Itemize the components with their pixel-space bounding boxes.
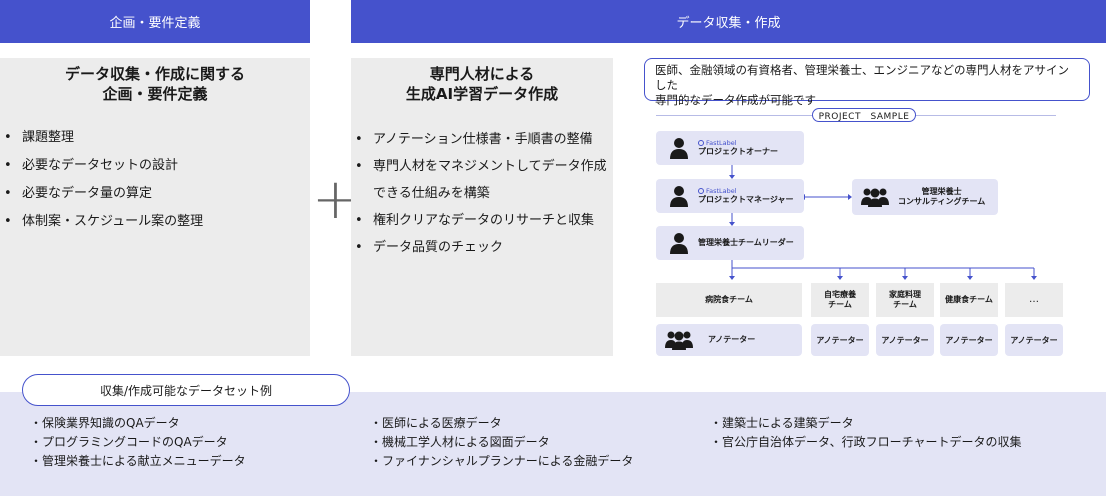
project-sample-label: PROJECT SAMPLE <box>812 108 916 122</box>
team-label: … <box>1029 294 1039 305</box>
team-box-home-care: 自宅療養チーム <box>811 283 869 317</box>
team-label: 家庭料理 <box>889 290 921 299</box>
collection-panel: 専門人材による 生成AI学習データ作成 アノテーション仕様書・手順書の整備 専門… <box>351 58 613 356</box>
team-label: 病院食チーム <box>705 295 753 304</box>
collection-list: アノテーション仕様書・手順書の整備 専門人材をマネジメントしてデータ作成 できる… <box>351 126 613 261</box>
dataset-item: ・ファイナンシャルプランナーによる金融データ <box>370 454 634 468</box>
planning-list: 課題整理 必要なデータセットの設計 必要なデータ量の算定 体制案・スケジュール案… <box>0 124 310 236</box>
dataset-column-1: ・保険業界知識のQAデータ ・プログラミングコードのQAデータ ・管理栄養士によ… <box>30 414 246 471</box>
arrow-down-icon <box>729 175 735 179</box>
dataset-item: ・建築士による建築データ <box>710 416 854 430</box>
expert-callout: 医師、金融領域の有資格者、管理栄養士、エンジニアなどの専門人材をアサインした 専… <box>644 58 1090 107</box>
consulting-team-node: 管理栄養士 コンサルティングチーム <box>852 179 998 215</box>
consult-label-line1: 管理栄養士 <box>921 187 962 196</box>
collection-title-line1: 専門人材による <box>429 65 535 83</box>
collection-header: データ収集・作成 <box>351 0 1106 43</box>
annotator-label: アノテーター <box>708 335 756 344</box>
owner-label: プロジェクトオーナー <box>698 147 778 156</box>
arrow-right-icon <box>848 194 852 200</box>
dataset-item: ・保険業界知識のQAデータ <box>30 416 180 430</box>
arrow-down-icon <box>729 276 735 280</box>
arrow-down-icon <box>1031 276 1037 280</box>
arrow-down-icon <box>967 276 973 280</box>
list-item: 必要なデータセットの設計 <box>0 152 310 180</box>
dataset-item: ・医師による医療データ <box>370 416 502 430</box>
project-owner-node: FastLabel プロジェクトオーナー <box>656 131 804 165</box>
list-item-continuation: できる仕組みを構築 <box>373 186 490 201</box>
person-icon <box>670 186 688 207</box>
brand-label: FastLabel <box>706 139 737 147</box>
annotator-node-main: アノテーター <box>656 324 802 356</box>
planning-header: 企画・要件定義 <box>0 0 310 43</box>
collection-title-line2: 生成AI学習データ作成 <box>405 85 559 103</box>
annotator-node: アノテーター <box>1005 324 1063 356</box>
arrow-down-icon <box>902 276 908 280</box>
annotator-node: アノテーター <box>876 324 934 356</box>
dataset-column-2: ・医師による医療データ ・機械工学人材による図面データ ・ファイナンシャルプラン… <box>370 414 633 471</box>
callout-line1: 医師、金融領域の有資格者、管理栄養士、エンジニアなどの専門人材をアサインした <box>655 63 1069 92</box>
team-label: チーム <box>893 300 917 309</box>
group-icon <box>861 188 889 207</box>
dataset-item: ・機械工学人材による図面データ <box>370 435 550 449</box>
list-item: 体制案・スケジュール案の整理 <box>0 208 310 236</box>
callout-line2: 専門的なデータ作成が可能です <box>655 93 816 107</box>
list-item: 課題整理 <box>0 124 310 152</box>
team-label: チーム <box>828 300 852 309</box>
list-item: アノテーション仕様書・手順書の整備 <box>351 126 613 153</box>
person-icon <box>670 233 688 254</box>
list-item: 必要なデータ量の算定 <box>0 180 310 208</box>
org-chart-connectors <box>729 165 1037 280</box>
annotator-node: アノテーター <box>940 324 998 356</box>
planning-title-line2: 企画・要件定義 <box>102 85 208 103</box>
arrow-down-icon <box>729 222 735 226</box>
fastlabel-logo-icon: FastLabel <box>698 187 793 195</box>
brand-label: FastLabel <box>706 187 737 195</box>
consult-label-line2: コンサルティングチーム <box>898 197 986 206</box>
dataset-item: ・プログラミングコードのQAデータ <box>30 435 228 449</box>
dataset-column-3: ・建築士による建築データ ・官公庁自治体データ、行政フローチャートデータの収集 <box>710 414 1022 452</box>
list-item: 専門人材をマネジメントしてデータ作成 <box>351 153 613 180</box>
leader-label: 管理栄養士チームリーダー <box>698 238 794 247</box>
dataset-examples-panel <box>0 392 1106 496</box>
project-manager-node: FastLabel プロジェクトマネージャー <box>656 179 804 213</box>
list-item: 権利クリアなデータのリサーチと収集 <box>351 207 613 234</box>
dataset-item: ・管理栄養士による献立メニューデータ <box>30 454 246 468</box>
team-box-more: … <box>1005 283 1063 317</box>
plus-sign: + <box>312 167 359 232</box>
list-item: データ品質のチェック <box>351 234 613 261</box>
planning-title-line1: データ収集・作成に関する <box>64 65 245 83</box>
arrow-down-icon <box>837 276 843 280</box>
team-label: 健康食チーム <box>945 295 993 304</box>
dataset-examples-pill: 収集/作成可能なデータセット例 <box>22 374 350 406</box>
manager-label: プロジェクトマネージャー <box>698 195 794 204</box>
team-box-home-cooking: 家庭料理チーム <box>876 283 934 317</box>
annotator-node: アノテーター <box>811 324 869 356</box>
team-box-hospital: 病院食チーム <box>656 283 802 317</box>
team-leader-node: 管理栄養士チームリーダー <box>656 226 804 260</box>
team-label: 自宅療養 <box>824 290 856 299</box>
group-icon <box>665 331 693 350</box>
dataset-item: ・官公庁自治体データ、行政フローチャートデータの収集 <box>710 435 1022 449</box>
planning-panel: データ収集・作成に関する 企画・要件定義 課題整理 必要なデータセットの設計 必… <box>0 58 310 356</box>
fastlabel-logo-icon: FastLabel <box>698 139 778 147</box>
person-icon <box>670 138 688 159</box>
team-box-healthy-food: 健康食チーム <box>940 283 998 317</box>
